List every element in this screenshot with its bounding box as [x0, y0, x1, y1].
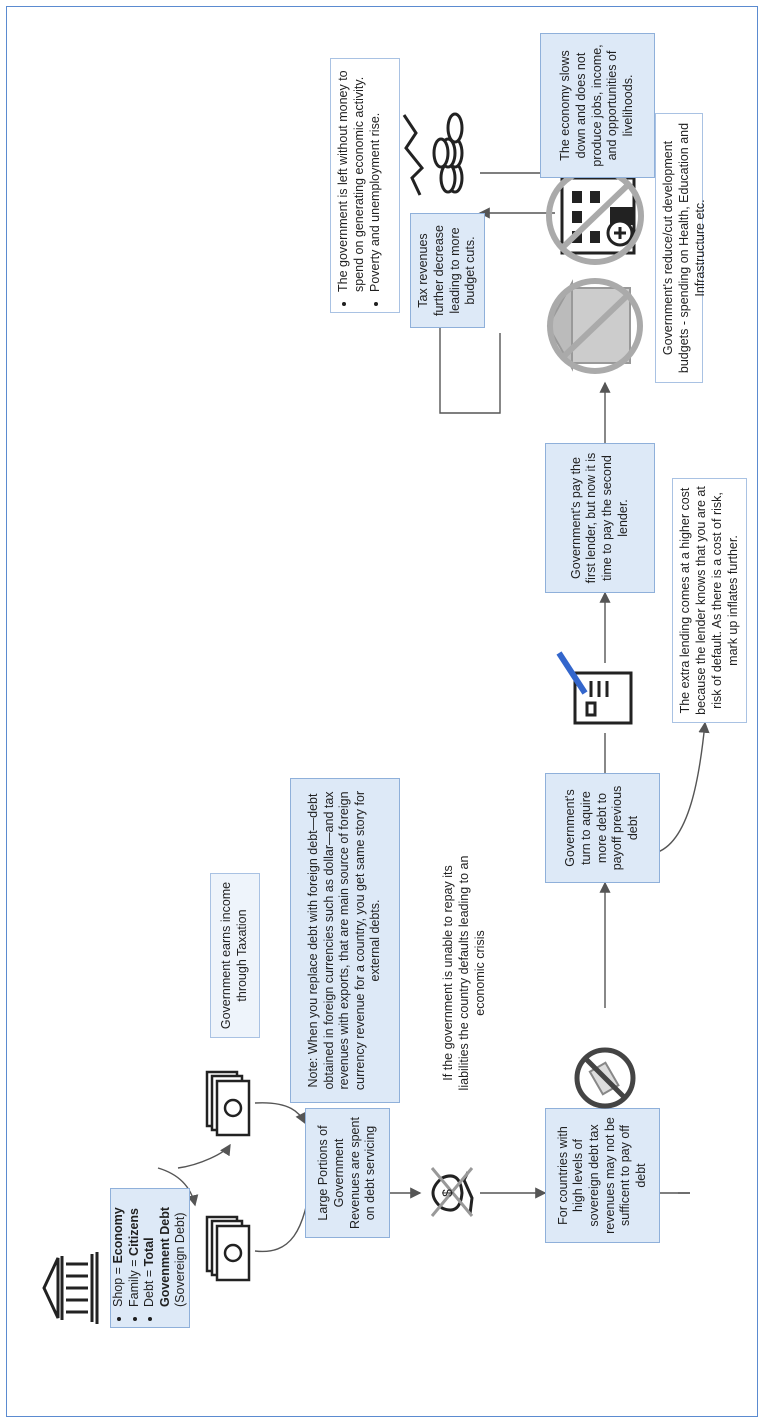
bank-building-icon — [42, 1252, 99, 1324]
connector-money1-large — [254, 1171, 317, 1253]
taxation-box: Government earns income through Taxation — [210, 873, 260, 1038]
coins-falling-icon — [402, 112, 464, 196]
connector-money2-large — [254, 1102, 306, 1125]
hospital-crossed-icon — [546, 167, 644, 265]
unable-repay-text: If the government is unable to repay its… — [441, 855, 487, 1091]
money-bag-hand-icon: $ — [430, 1167, 474, 1217]
economy-slows-text: The economy slows down and does not prod… — [558, 44, 635, 167]
reduce-cut-text: Government's reduce/cut development budg… — [661, 122, 707, 374]
note-foreign-text: Note: When you replace debt with foreign… — [305, 790, 383, 1091]
connector-legend-money1 — [157, 1167, 199, 1207]
extra-lending-text: The extra lending comes at a higher cost… — [678, 486, 740, 715]
high-levels-box: For countries with high levels of sovere… — [545, 1108, 660, 1243]
legend-item: Family = Citizens — [127, 1195, 143, 1307]
extra-lending-note: The extra lending comes at a higher cost… — [672, 478, 747, 723]
left-without-item: Poverty and unemployment rise. — [367, 65, 383, 292]
legend-list: Shop = Economy Family = Citizens Debt = … — [111, 1195, 189, 1321]
acquire-more-box: Government's turn to aquire more debt to… — [545, 773, 660, 883]
legend-item: Shop = Economy — [111, 1195, 127, 1307]
connector-acquire-extra — [654, 721, 710, 854]
school-crossed-icon — [546, 278, 643, 374]
reduce-cut-note: Government's reduce/cut development budg… — [655, 113, 707, 383]
pay-first-box: Government's pay the first lender, but n… — [545, 443, 655, 593]
economy-slows-box: The economy slows down and does not prod… — [540, 33, 655, 178]
svg-text:$: $ — [439, 1189, 455, 1197]
unable-repay-note: If the government is unable to repay its… — [440, 853, 490, 1093]
large-portions-box: Large Portions of Government Revenues ar… — [305, 1108, 390, 1238]
tax-decrease-box: Tax revenues further decrease leading to… — [410, 213, 485, 328]
high-levels-text: For countries with high levels of sovere… — [555, 1117, 648, 1234]
left-without-list: The government is left without money to … — [335, 65, 383, 306]
left-without-item: The government is left without money to … — [335, 65, 367, 292]
tax-decrease-text: Tax revenues further decrease leading to… — [416, 224, 478, 317]
pay-first-text: Government's pay the first lender, but n… — [568, 452, 630, 584]
connector-tax-coins — [439, 328, 501, 414]
diagram-frame — [6, 6, 758, 1417]
banknote-stack-icon — [205, 1070, 251, 1137]
large-portions-text: Large Portions of Government Revenues ar… — [316, 1117, 378, 1229]
signed-contract-icon — [556, 651, 633, 725]
taxation-text: Government earns income through Taxation — [219, 881, 249, 1030]
banknote-stack-icon — [205, 1215, 251, 1282]
left-without-note: The government is left without money to … — [330, 58, 400, 313]
acquire-more-text: Government's turn to aquire more debt to… — [563, 785, 640, 871]
connector-legend-money2 — [177, 1143, 231, 1169]
legend-item: Debt = Total Govenment Debt (Sovereign D… — [142, 1195, 189, 1307]
legend-box: Shop = Economy Family = Citizens Debt = … — [110, 1188, 190, 1328]
no-cash-icon — [574, 1047, 636, 1109]
note-foreign-box: Note: When you replace debt with foreign… — [290, 778, 400, 1103]
